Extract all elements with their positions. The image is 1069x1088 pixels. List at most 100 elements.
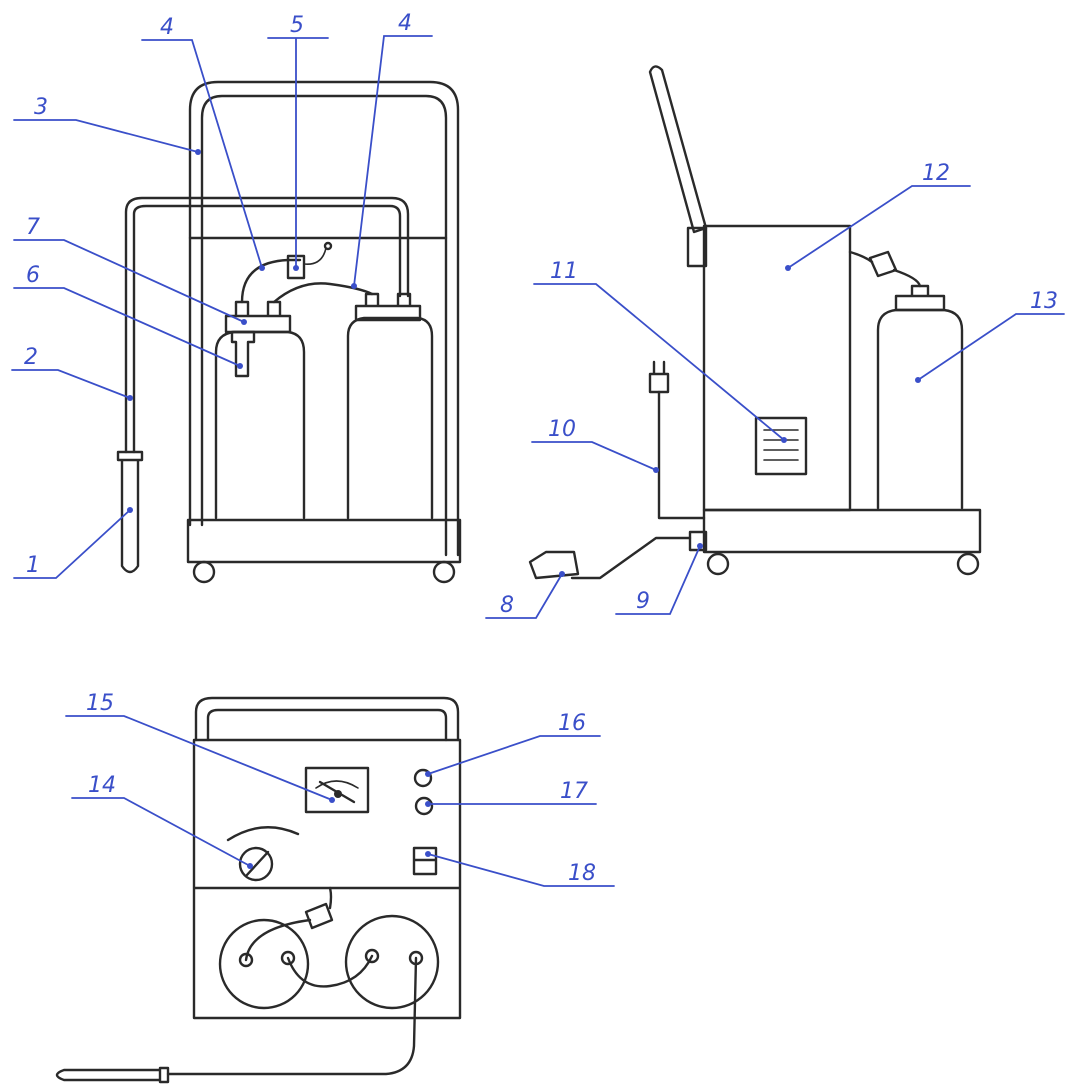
side-jar-lid	[894, 284, 946, 312]
leader-7-dot	[241, 319, 247, 325]
regulator-knob-mark	[244, 850, 270, 878]
label-14: 14	[88, 773, 116, 798]
leader-12-dot	[785, 265, 791, 271]
side-wheel-left	[706, 552, 730, 576]
label-17: 17	[560, 779, 588, 804]
label-4a: 4	[160, 15, 174, 40]
side-view	[528, 65, 982, 580]
leader-10-dot	[653, 467, 659, 473]
connecting-hose-middle	[272, 282, 374, 304]
leader-8	[485, 573, 563, 619]
panel-view	[55, 696, 462, 1084]
leader-15-dot	[329, 797, 335, 803]
leader-18	[427, 853, 615, 887]
leader-11	[533, 283, 785, 441]
handle-frame	[188, 80, 460, 557]
leader-5-dot	[293, 265, 299, 271]
jar-top-left-port-a	[238, 952, 254, 968]
front-view	[116, 80, 462, 584]
panel-suction-tip	[55, 1066, 170, 1084]
label-2: 2	[24, 345, 38, 370]
panel-hose-filter	[244, 886, 333, 962]
callout-numbers: 1 2 3 4 5 4 7 6 8 9 10 11 12 13 14 15 16…	[24, 11, 1058, 886]
leader-9-dot	[697, 543, 703, 549]
leader-5	[267, 37, 329, 269]
label-8: 8	[500, 593, 514, 618]
left-jar	[214, 330, 306, 520]
gauge-pivot	[334, 790, 342, 798]
panel-handle	[194, 696, 460, 742]
label-5: 5	[290, 13, 304, 38]
leader-14-dot	[247, 863, 253, 869]
label-6: 6	[26, 263, 40, 288]
side-hose	[848, 250, 922, 288]
leader-16	[427, 735, 601, 775]
leader-4b	[353, 35, 433, 287]
side-jar	[876, 308, 964, 510]
wheel-right-front	[432, 560, 456, 584]
foot-switch	[528, 550, 580, 580]
leader-1-dot	[127, 507, 133, 513]
label-7: 7	[26, 215, 40, 240]
regulator-arc	[226, 826, 300, 842]
leader-11-dot	[781, 437, 787, 443]
leader-17-dot	[425, 801, 431, 807]
leader-3-dot	[195, 149, 201, 155]
leader-8-dot	[559, 571, 565, 577]
leader-14	[71, 797, 251, 867]
label-16: 16	[558, 711, 586, 736]
power-cable	[657, 390, 706, 520]
leader-2-dot	[127, 395, 133, 401]
filter-cable-end	[323, 241, 333, 251]
label-13: 13	[1030, 289, 1058, 314]
base-trolley	[186, 518, 462, 564]
label-1: 1	[26, 553, 40, 578]
regulator-knob	[238, 846, 274, 882]
side-handle	[648, 65, 708, 234]
leader-12	[787, 185, 971, 269]
leader-4a-dot	[259, 265, 265, 271]
bacterial-filter	[286, 254, 306, 280]
wheel-left-front	[192, 560, 216, 584]
power-plug	[648, 360, 670, 394]
leader-13	[917, 313, 1065, 381]
indicator-lamp-16	[413, 768, 433, 788]
foot-switch-socket	[688, 530, 708, 552]
float-indicator	[230, 330, 256, 378]
side-handle-grip	[686, 226, 708, 268]
panel-hose-between-jars	[286, 954, 374, 988]
side-wheel-right	[956, 552, 980, 576]
side-base	[702, 508, 982, 554]
label-12: 12	[922, 161, 950, 186]
leader-15	[65, 715, 333, 801]
leader-13-dot	[915, 377, 921, 383]
filter-cable	[303, 247, 327, 265]
vacuum-gauge	[304, 766, 370, 814]
panel-filter	[304, 902, 334, 930]
side-filter	[868, 250, 898, 278]
panel-housing	[192, 738, 462, 1020]
leader-4b-dot	[351, 283, 357, 289]
panel-suction-tube	[166, 956, 418, 1076]
label-15: 15	[86, 691, 114, 716]
label-18: 18	[568, 861, 596, 886]
jar-top-right-port-a	[364, 948, 380, 964]
left-jar-lid	[224, 300, 292, 334]
gauge-scale	[315, 780, 359, 789]
jar-top-left	[218, 918, 310, 1010]
label-10: 10	[548, 417, 576, 442]
leader-6	[13, 287, 241, 367]
power-switch	[412, 846, 438, 876]
data-plate-lines	[763, 429, 799, 461]
leader-6-dot	[237, 363, 243, 369]
leader-1	[13, 509, 131, 579]
suction-tip	[116, 450, 144, 574]
leader-2	[11, 369, 131, 399]
right-jar-lid	[354, 292, 422, 322]
label-9: 9	[636, 589, 650, 614]
data-plate	[754, 416, 808, 476]
leader-10	[531, 441, 657, 471]
foot-switch-cable	[570, 536, 692, 580]
jar-top-right	[344, 914, 440, 1010]
